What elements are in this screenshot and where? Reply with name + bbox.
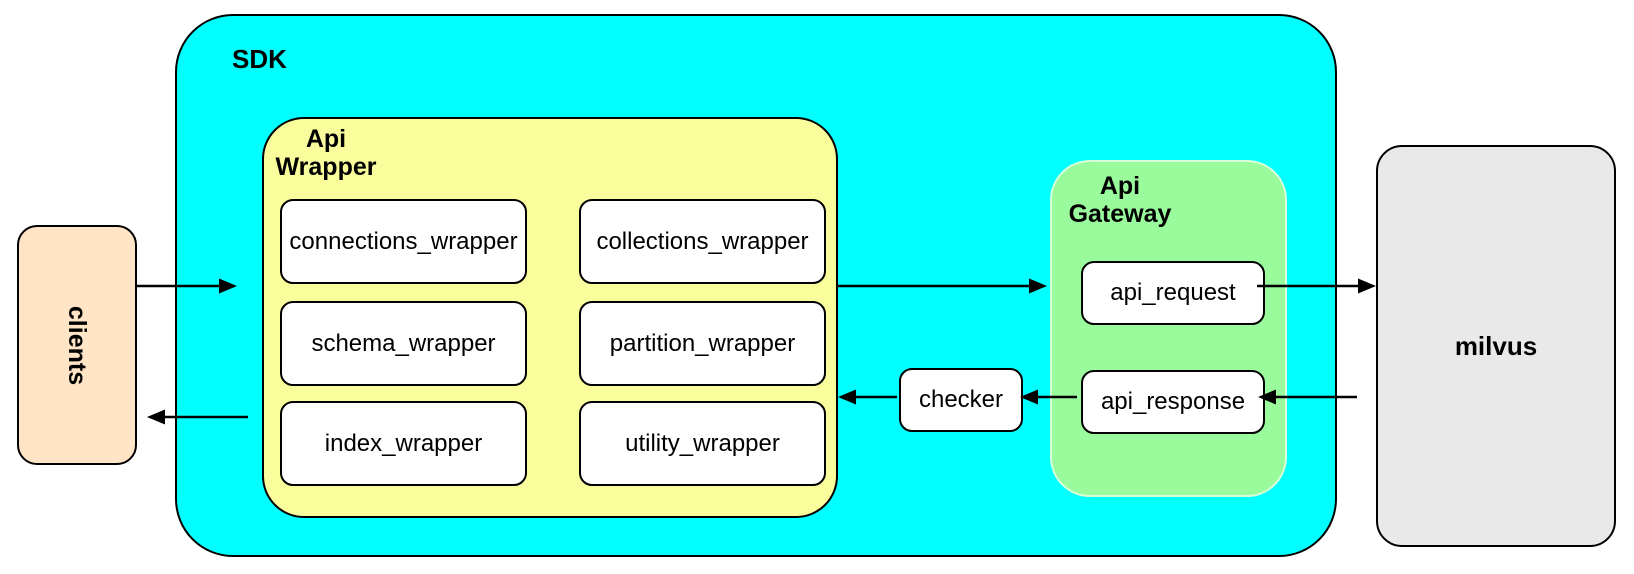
api-gateway-label: Api Gateway	[1060, 172, 1180, 228]
node-utility-wrapper: utility_wrapper	[579, 401, 826, 486]
node-clients-label: clients	[63, 305, 92, 385]
node-api-response: api_response	[1081, 370, 1265, 434]
node-collections-wrapper: collections_wrapper	[579, 199, 826, 284]
api-wrapper-label-line1: Api	[305, 125, 347, 153]
api-gateway-container: Api Gateway api_request api_response	[1050, 160, 1287, 497]
node-clients: clients	[17, 225, 137, 465]
node-milvus-label: milvus	[1454, 330, 1538, 361]
api-wrapper-container: Api Wrapper connections_wrapper collecti…	[262, 117, 838, 518]
node-checker: checker	[899, 368, 1023, 432]
node-partition-wrapper-label: partition_wrapper	[609, 329, 796, 357]
node-collections-wrapper-label: collections_wrapper	[596, 227, 809, 255]
node-api-request-label: api_request	[1110, 279, 1236, 306]
sdk-container: SDK Api Wrapper connections_wrapper coll…	[175, 14, 1337, 557]
node-schema-wrapper: schema_wrapper	[280, 301, 527, 386]
node-api-request: api_request	[1081, 261, 1265, 325]
api-wrapper-label-line2: Wrapper	[275, 153, 377, 181]
node-utility-wrapper-label: utility_wrapper	[625, 429, 780, 457]
node-connections-wrapper-label: connections_wrapper	[289, 227, 518, 255]
node-checker-label: checker	[918, 386, 1004, 413]
node-milvus: milvus	[1376, 145, 1616, 547]
node-index-wrapper: index_wrapper	[280, 401, 527, 486]
api-gateway-label-line1: Api	[1099, 172, 1141, 200]
api-wrapper-label: Api Wrapper	[264, 125, 388, 181]
node-partition-wrapper: partition_wrapper	[579, 301, 826, 386]
node-index-wrapper-label: index_wrapper	[324, 429, 483, 457]
node-connections-wrapper: connections_wrapper	[280, 199, 527, 284]
sdk-label: SDK	[232, 44, 287, 74]
node-api-response-label: api_response	[1100, 388, 1246, 415]
node-schema-wrapper-label: schema_wrapper	[311, 329, 496, 357]
api-gateway-label-line2: Gateway	[1068, 200, 1172, 228]
